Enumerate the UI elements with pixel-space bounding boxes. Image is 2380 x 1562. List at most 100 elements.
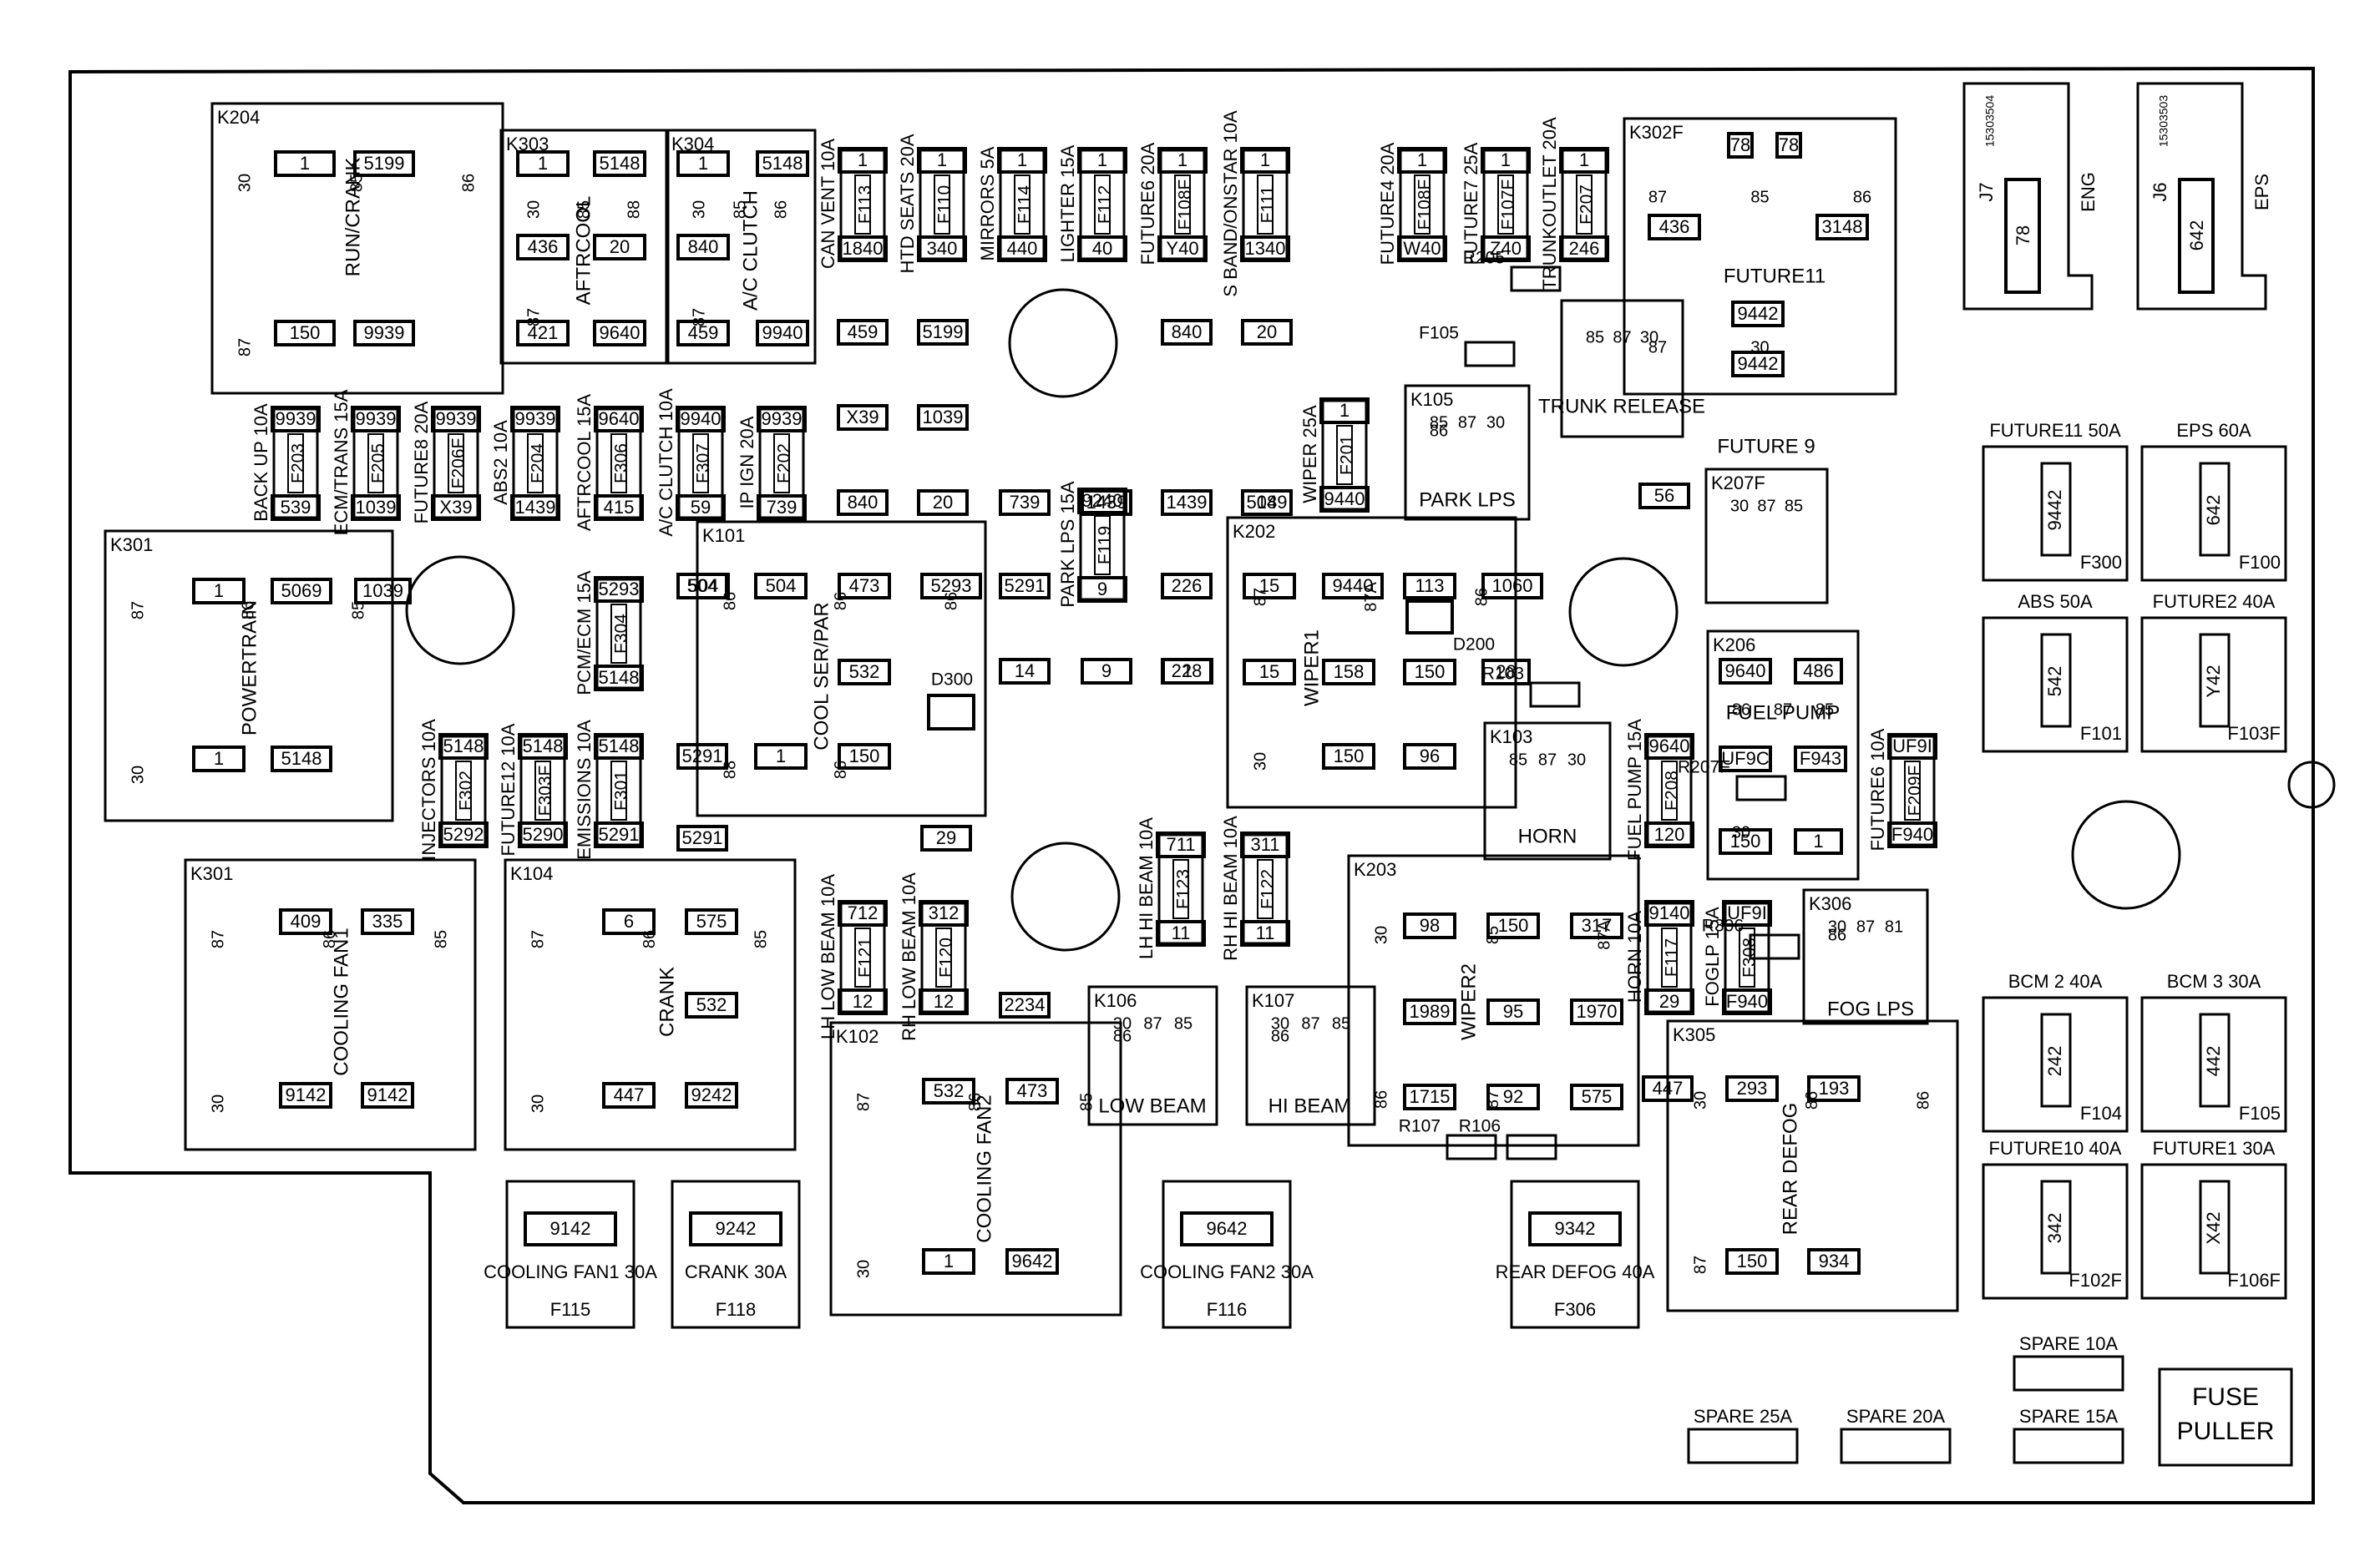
fuse-13-label: AFTRCOOL 15A — [574, 394, 595, 532]
fuse-20-top-box — [518, 733, 568, 760]
relay-1-pin-0-box — [516, 150, 570, 177]
relay-9-id: K203 — [1354, 859, 1396, 880]
fuse-5-top-value: 1 — [1260, 149, 1270, 170]
relay-8-pin-1-value: 473 — [1017, 1080, 1048, 1101]
relay-19-pinnum-0: 85 — [1586, 328, 1604, 346]
fuse-1-bottom-box — [917, 235, 967, 262]
fuse-12-label: ABS2 10A — [490, 420, 511, 505]
fuse-21-bottom-value: 5291 — [599, 824, 640, 845]
relay-12-pin-1-value: 78 — [1779, 134, 1799, 155]
relay-6-pinnum-2: 85 — [432, 930, 450, 948]
relay-8-id: K102 — [836, 1026, 879, 1047]
relay-4-pinnum-2: 86 — [942, 592, 960, 610]
fuse-10-element — [367, 433, 384, 493]
relay-1-pin-4-box — [516, 320, 570, 346]
relay-18-pinnum-1: 87 — [1856, 917, 1875, 936]
fuse-22-top-value: 711 — [1166, 834, 1195, 855]
fuse-12-top-value: 9939 — [515, 408, 556, 429]
fuse-26-id: F208 — [1663, 771, 1682, 811]
relay-2-pinnum-1: 85 — [731, 200, 749, 219]
terminal-6-value: 840 — [848, 492, 879, 513]
relay-6-pin-0-value: 409 — [291, 911, 322, 932]
relay-11-pinnum-3: 30 — [1732, 823, 1750, 842]
maxifuse-6-element — [2040, 1180, 2072, 1275]
fuse-18-id: F304 — [612, 614, 631, 654]
terminal-24-box — [1642, 1075, 1694, 1102]
relay-11-pin-5-value: 1 — [1813, 831, 1823, 852]
relay-2-pin-3-box — [676, 320, 730, 346]
relay-7-pinnum-3: 30 — [529, 1094, 547, 1113]
terminal-15-box — [999, 573, 1051, 599]
relay-2-function: A/C CLUTCH — [739, 190, 762, 311]
relay-7-pin-4-box — [685, 1082, 738, 1109]
maxifuse-7-label: FUTURE1 30A — [2153, 1138, 2276, 1159]
fuse-27-bottom-value: F940 — [1891, 824, 1933, 845]
relay-4-pin-2-value: 473 — [849, 575, 880, 596]
relay-6-pinnum-3: 30 — [209, 1094, 227, 1113]
maxifuse-2-label: ABS 50A — [2018, 591, 2093, 612]
fuse-2-top-value: 1 — [1017, 149, 1027, 170]
fuse-25-bottom-box — [919, 988, 969, 1015]
relay-5-pin-3-box — [1481, 573, 1543, 599]
relay-1-pin-2-box — [516, 234, 570, 260]
fuse-27-top-box — [1887, 733, 1937, 760]
relay-13-pinnum-0: 30 — [1730, 497, 1749, 515]
fuse-10-top-box — [351, 406, 401, 432]
bottom-fuse-0-body — [505, 1180, 636, 1329]
relay-10-pin-3-box — [1807, 1248, 1861, 1275]
connector-0-slot — [2004, 178, 2041, 294]
relay-3-pinnum-0: 87 — [129, 601, 147, 619]
relay-5-pin-4-box — [1243, 659, 1296, 685]
terminal-5-value: 1039 — [923, 407, 964, 427]
relay-8-pinnum-1: 86 — [966, 1093, 985, 1111]
relay-2-pin-4-value: 9940 — [762, 322, 803, 343]
fuse-21-element — [610, 761, 627, 821]
spare-0-label: SPARE 10A — [2019, 1333, 2119, 1354]
relay-13-outline — [1704, 468, 1829, 604]
fuse-21-top-box — [594, 733, 644, 760]
maxifuse-0-body — [1982, 445, 2129, 582]
relay-7-pinnum-1: 86 — [641, 930, 659, 948]
fuse-29-bottom-box — [1722, 988, 1772, 1015]
bottom-fuse-1-body — [671, 1180, 801, 1329]
terminal-20-box — [676, 743, 728, 770]
fuse-8-top-value: 1 — [1579, 149, 1589, 170]
fuse-18-element — [610, 604, 627, 664]
relay-11-id: K206 — [1713, 634, 1755, 655]
fuse-0-bottom-box — [838, 235, 888, 262]
terminal-23-value: 2234 — [1005, 994, 1046, 1015]
relay-0-pin-0-value: 1 — [300, 153, 310, 174]
fuse-13-bottom-value: 415 — [604, 497, 635, 518]
relay-9-pin-8-value: 575 — [1582, 1086, 1613, 1107]
fuse-16-bottom-value: 9440 — [1324, 488, 1365, 509]
fuse-19-id: F302 — [457, 771, 476, 811]
relay-15-pinnum-3: 86 — [1113, 1027, 1132, 1045]
relay-11-pin-0-value: 9640 — [1725, 660, 1766, 681]
fuse-9-element — [287, 433, 304, 493]
relay-10-outline — [1666, 1019, 1959, 1312]
mounting-tab — [2287, 761, 2336, 809]
connector-0-name: ENG — [2078, 172, 2099, 212]
relay-8-pin-3-value: 9642 — [1012, 1251, 1053, 1271]
fuse-2-top-box — [997, 147, 1047, 174]
relay-17-pinnum-2: 30 — [1567, 751, 1586, 769]
relay-5-pin-5-value: 158 — [1334, 661, 1365, 682]
resistor-2-label: R207F — [1678, 758, 1730, 777]
fuse-5-bottom-value: 1340 — [1245, 238, 1286, 259]
spare-1-body — [2013, 1428, 2124, 1464]
relay-7-pinnum-0: 87 — [529, 930, 547, 948]
relay-3-id: K301 — [110, 534, 153, 555]
terminal-18-box — [1081, 658, 1132, 685]
terminal-0-box — [837, 319, 889, 346]
fuse-29-top-box — [1722, 900, 1772, 927]
relay-1-function: AFTRCOOL — [572, 196, 595, 306]
relay-2-pin-0-value: 1 — [698, 153, 708, 174]
fuse-2-bottom-box — [997, 235, 1047, 262]
relay-1-pin-1-box — [593, 150, 646, 177]
relay-5-pin-1-box — [1322, 573, 1384, 599]
connector-1-id: J6 — [2150, 182, 2170, 201]
relay-2-pinnum-3: 87 — [690, 308, 708, 326]
fuse-2-bottom-value: 440 — [1007, 238, 1038, 259]
relay-18-function: FOG LPS — [1827, 998, 1914, 1020]
relay-12-pinnum-2: 86 — [1853, 188, 1871, 206]
